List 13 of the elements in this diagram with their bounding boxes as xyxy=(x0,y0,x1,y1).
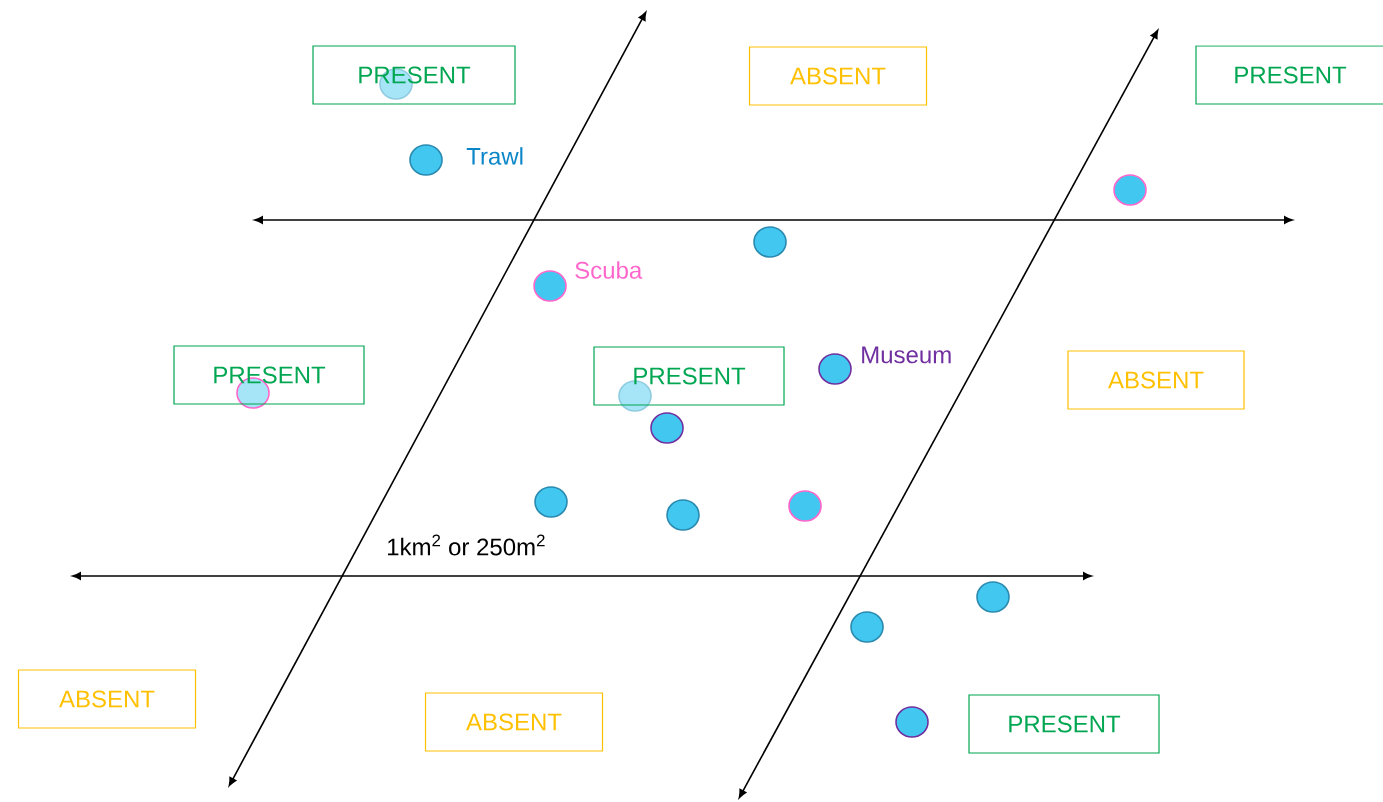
label-box: ABSENT xyxy=(748,46,928,106)
text-label: Trawl xyxy=(466,147,523,165)
text-label: Museum xyxy=(862,346,951,364)
label-box: PRESENT xyxy=(312,45,516,105)
text-label: 1km$^{2}$ or 250m$^{2}$ xyxy=(388,534,545,556)
text-label: Scuba xyxy=(575,261,643,279)
label-box: PRESENT xyxy=(593,346,785,406)
label-box: PRESENT xyxy=(173,345,365,405)
label-box: ABSENT xyxy=(1067,350,1245,410)
label-box: ABSENT xyxy=(17,669,197,729)
label-box: PRESENT xyxy=(1195,45,1383,105)
label-box: PRESENT xyxy=(968,694,1160,754)
label-box: ABSENT xyxy=(424,692,604,752)
